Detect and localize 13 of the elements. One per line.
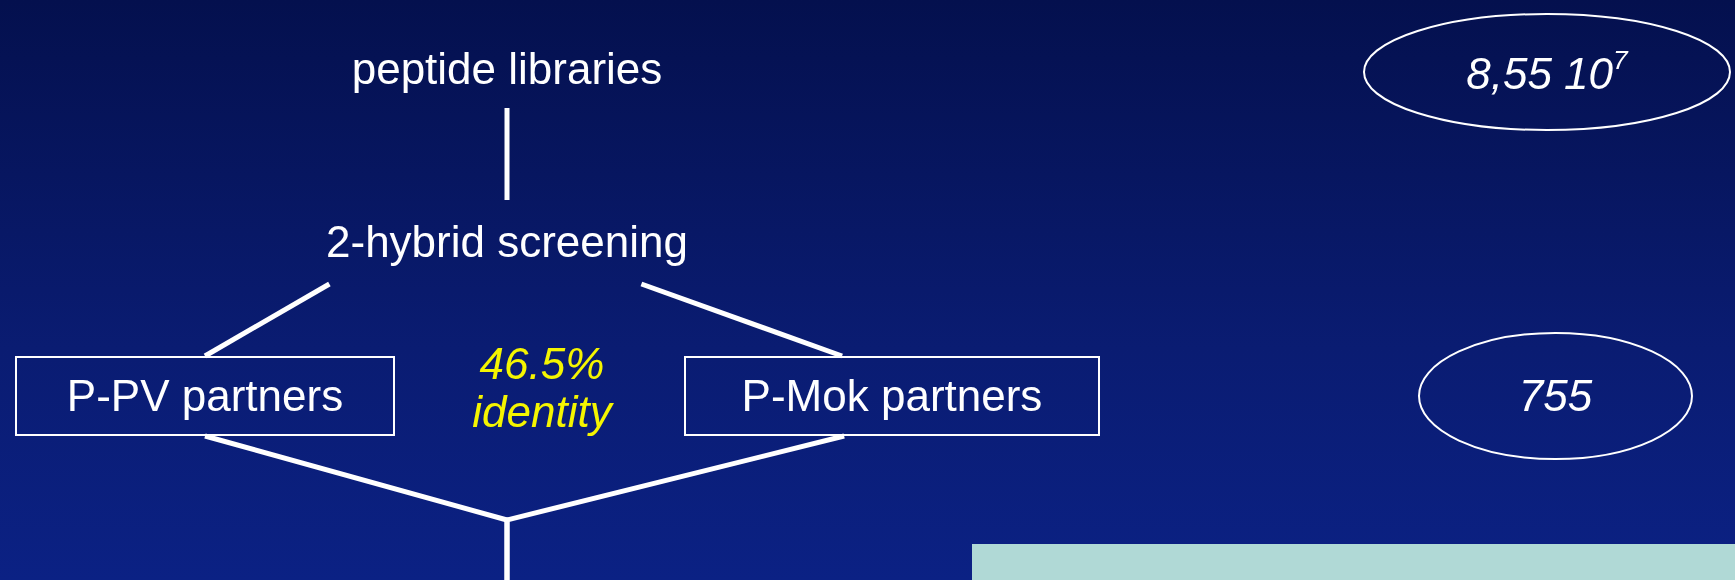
node-text: 755 [1518, 371, 1593, 421]
node-text: peptide libraries [351, 44, 663, 94]
annotation-text: 46.5% identity [471, 340, 615, 437]
node-text: 8,55 10$^{7}$ [1466, 45, 1628, 99]
box-label: P-Mok partners [741, 371, 1043, 421]
node-text: 2-hybrid screening [326, 217, 688, 267]
connector-line [504, 108, 510, 200]
connector-line [640, 281, 843, 359]
label-box [15, 356, 395, 436]
connector-line [203, 281, 331, 359]
connector-line [504, 433, 845, 580]
box-label: P-PV partners [66, 371, 344, 421]
label-box [684, 356, 1100, 436]
